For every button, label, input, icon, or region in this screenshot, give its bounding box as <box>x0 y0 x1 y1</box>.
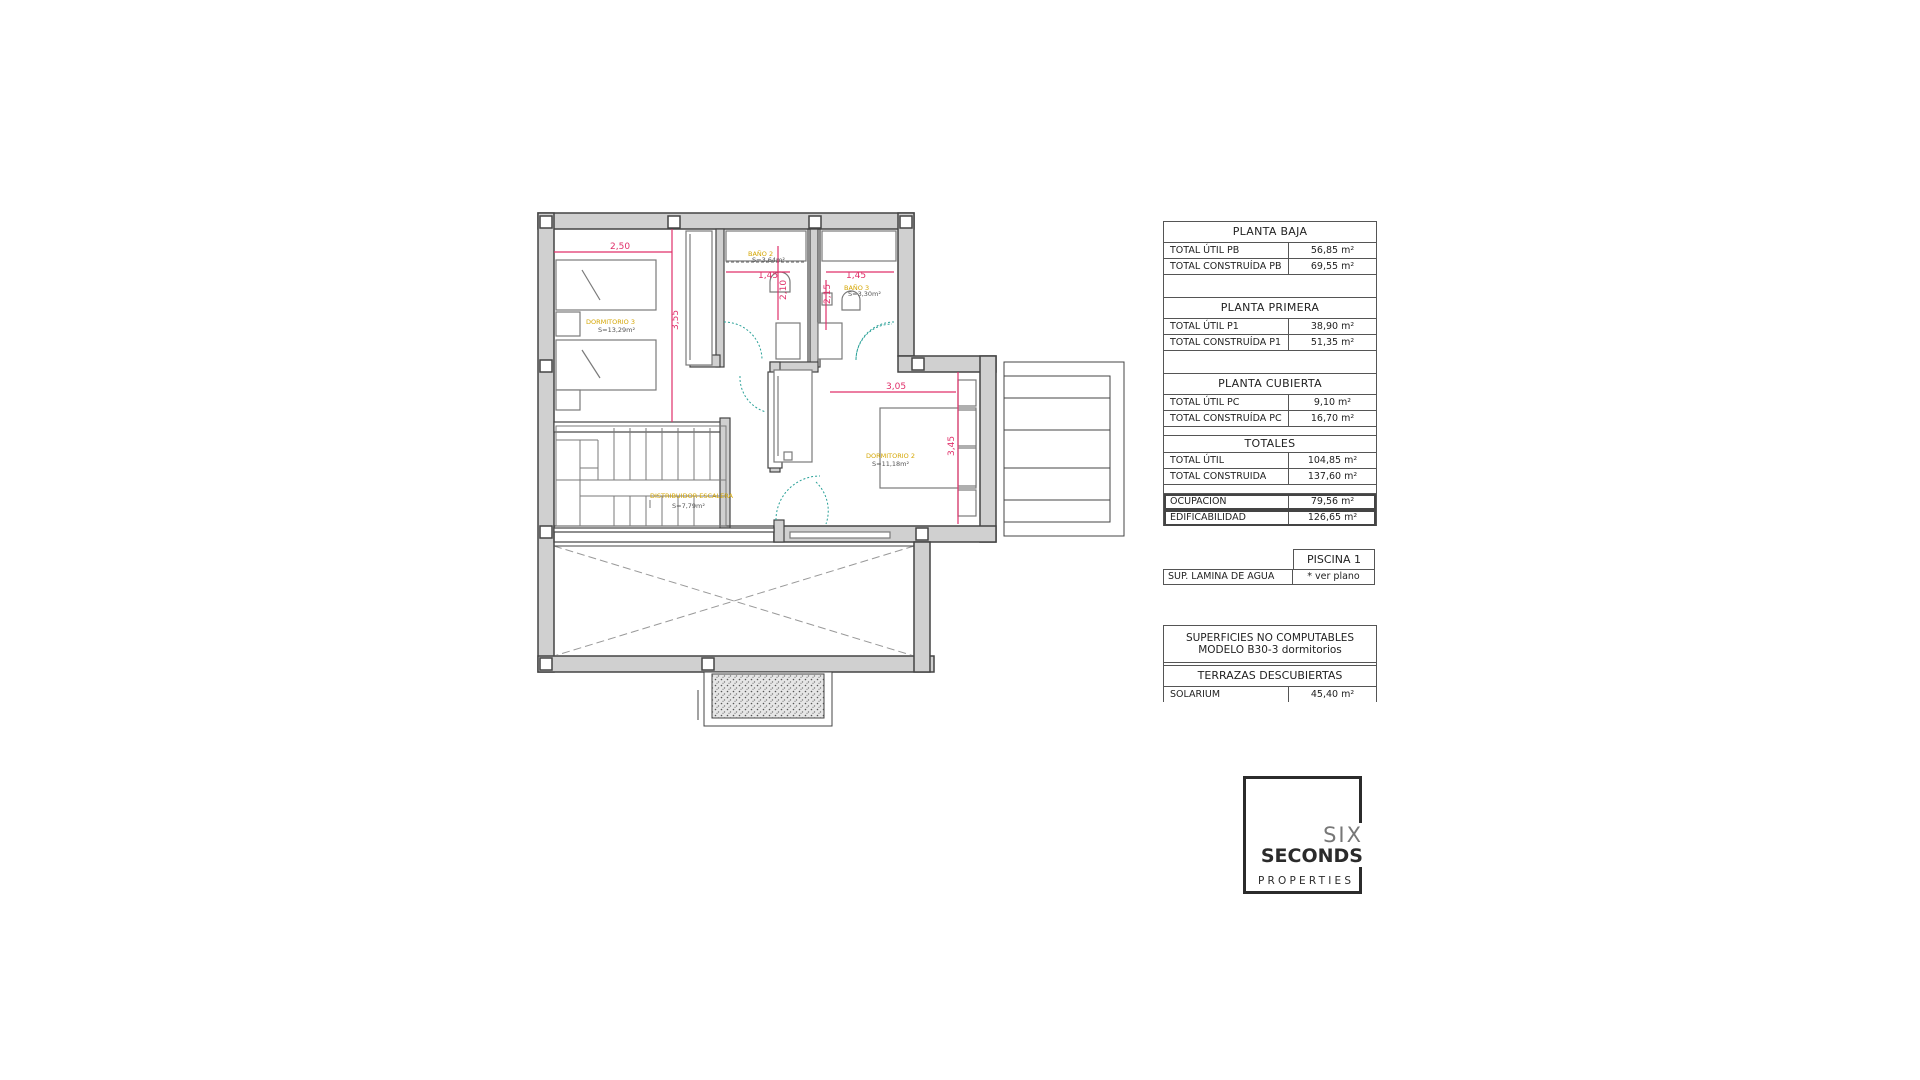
lower-terrace <box>553 545 915 657</box>
table-row-edificabilidad: EDIFICABILIDAD 126,65 m² <box>1164 510 1376 526</box>
bathroom-fixtures <box>725 230 897 360</box>
right-pergola <box>1003 361 1125 537</box>
room-label-bano-2: BAÑO 2 <box>748 249 773 258</box>
row-value: 9,10 m² <box>1313 397 1352 408</box>
logo-seconds: SECONDS <box>1256 845 1363 867</box>
pool-value: * ver plano <box>1307 571 1360 582</box>
stairs <box>555 425 727 527</box>
dimension-3-55: 3,55 <box>671 310 681 330</box>
logo-six: SIX <box>1321 823 1363 847</box>
table-row: TOTAL CONSTRUÍDA PC 16,70 m² <box>1164 411 1376 427</box>
dimension-2-50: 2,50 <box>610 242 630 252</box>
table-spacer <box>1164 351 1376 374</box>
dimension-1-45-a: 1,45 <box>758 271 778 281</box>
table-row: TOTAL CONSTRUÍDA PB 69,55 m² <box>1164 259 1376 275</box>
row-label: OCUPACION <box>1164 494 1289 509</box>
section-title-totales: TOTALES <box>1164 436 1376 453</box>
gravel-balcony <box>697 671 833 727</box>
room-area-dormitorio-3: S=13,29m² <box>598 326 636 334</box>
terrazas-title: TERRAZAS DESCUBIERTAS <box>1164 665 1376 687</box>
row-value: 45,40 m² <box>1310 689 1355 700</box>
corridor-storage <box>773 369 891 539</box>
non-computable-title: SUPERFICIES NO COMPUTABLES MODELO B30-3 … <box>1164 625 1376 663</box>
row-value: 56,85 m² <box>1310 245 1355 256</box>
dimension-3-45: 3,45 <box>947 436 957 456</box>
section-title-planta-baja: PLANTA BAJA <box>1164 221 1376 243</box>
table-row: TOTAL ÚTIL 104,85 m² <box>1164 453 1376 469</box>
table-row: TOTAL ÚTIL PB 56,85 m² <box>1164 243 1376 259</box>
area-summary-table: PLANTA BAJA TOTAL ÚTIL PB 56,85 m² TOTAL… <box>1163 221 1377 526</box>
row-label: TOTAL CONSTRUÍDA PC <box>1164 411 1289 426</box>
room-label-bano-3: BAÑO 3 <box>844 283 869 292</box>
row-value: 104,85 m² <box>1307 455 1358 466</box>
table-spacer <box>1164 275 1376 298</box>
room-label-dormitorio-2: DORMITORIO 2 <box>866 452 915 460</box>
non-computable-line-1: SUPERFICIES NO COMPUTABLES <box>1185 632 1355 644</box>
row-label: TOTAL CONSTRUIDA <box>1164 469 1289 484</box>
dimension-numbers: 2,50 3,55 1,45 1,45 2,15 3,05 3,45 2,10 <box>610 242 957 456</box>
non-computable-table: SUPERFICIES NO COMPUTABLES MODELO B30-3 … <box>1163 625 1377 702</box>
room-area-bano-2: S=3,64m² <box>752 256 785 264</box>
pool-title: PISCINA 1 <box>1293 549 1375 570</box>
dimension-2-15: 2,15 <box>823 284 833 304</box>
wardrobe <box>685 230 713 366</box>
row-label: TOTAL ÚTIL P1 <box>1164 319 1289 334</box>
table-row: SOLARIUM 45,40 m² <box>1164 687 1376 702</box>
bedroom-2-bed <box>879 379 977 517</box>
columns <box>539 215 929 671</box>
dimension-1-45-b: 1,45 <box>846 271 866 281</box>
row-value: 16,70 m² <box>1310 413 1355 424</box>
row-label: TOTAL ÚTIL <box>1164 453 1289 468</box>
bedroom-3-beds <box>555 259 657 411</box>
table-row: TOTAL CONSTRUÍDA P1 51,35 m² <box>1164 335 1376 351</box>
row-label: TOTAL CONSTRUÍDA P1 <box>1164 335 1289 350</box>
section-title-planta-primera: PLANTA PRIMERA <box>1164 298 1376 319</box>
row-value: 38,90 m² <box>1310 321 1355 332</box>
table-spacer <box>1164 427 1376 436</box>
row-value: 69,55 m² <box>1310 261 1355 272</box>
table-row: TOTAL ÚTIL P1 38,90 m² <box>1164 319 1376 335</box>
non-computable-line-2: MODELO B30-3 dormitorios <box>1198 644 1342 656</box>
row-label: SOLARIUM <box>1164 687 1289 702</box>
room-area-bano-3: S=3,30m² <box>848 290 881 298</box>
row-value: 51,35 m² <box>1310 337 1355 348</box>
row-label: TOTAL ÚTIL PC <box>1164 395 1289 410</box>
table-row: TOTAL CONSTRUIDA 137,60 m² <box>1164 469 1376 485</box>
table-spacer <box>1164 485 1376 494</box>
room-area-distribuidor: S=7,79m² <box>672 502 705 510</box>
room-label-dormitorio-3: DORMITORIO 3 <box>586 318 635 326</box>
row-label: EDIFICABILIDAD <box>1164 510 1289 525</box>
row-value: 126,65 m² <box>1307 512 1358 523</box>
table-row: TOTAL ÚTIL PC 9,10 m² <box>1164 395 1376 411</box>
pool-label: SUP. LAMINA DE AGUA <box>1164 570 1293 584</box>
dimension-lines <box>554 229 959 524</box>
table-row-ocupacion: OCUPACION 79,56 m² <box>1164 494 1376 510</box>
logo-properties: PROPERTIES <box>1256 875 1357 887</box>
dimension-2-10: 2,10 <box>779 280 789 300</box>
room-label-distribuidor: DISTRIBUIDOR-ESCALERA <box>650 492 734 500</box>
dimension-3-05: 3,05 <box>886 382 906 392</box>
row-value: 137,60 m² <box>1307 471 1358 482</box>
row-label: TOTAL ÚTIL PB <box>1164 243 1289 258</box>
pool-table: PISCINA 1 SUP. LAMINA DE AGUA * ver plan… <box>1163 549 1375 585</box>
row-label: TOTAL CONSTRUÍDA PB <box>1164 259 1289 274</box>
door-swings <box>723 321 895 525</box>
room-labels: DORMITORIO 3 S=13,29m² BAÑO 2 S=3,64m² B… <box>586 249 915 510</box>
pool-row: SUP. LAMINA DE AGUA * ver plano <box>1163 569 1375 585</box>
section-title-planta-cubierta: PLANTA CUBIERTA <box>1164 374 1376 395</box>
row-value: 79,56 m² <box>1310 496 1355 507</box>
room-area-dormitorio-2: S=11,18m² <box>872 460 910 468</box>
six-seconds-logo: SIX SECONDS PROPERTIES <box>1243 776 1363 894</box>
